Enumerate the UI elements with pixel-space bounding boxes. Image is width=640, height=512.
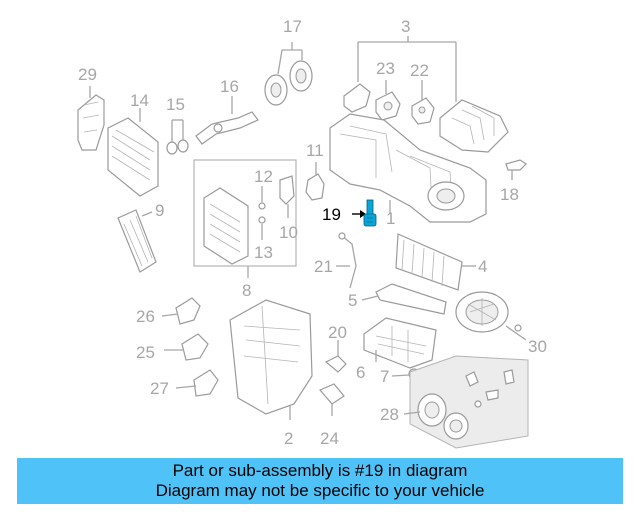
part-8-group-box [193,159,297,278]
part-2-lower-case [229,299,313,420]
part-number-16: 16 [220,77,239,96]
part-number-5: 5 [348,291,357,310]
part-28-group [403,355,529,449]
part-3-actuator [343,83,371,113]
part-number-7: 7 [380,367,389,386]
part-number-8: 8 [242,281,251,300]
part-10-sensor [279,175,295,218]
part-16-pipe [195,96,259,145]
part-number-22: 22 [410,61,429,80]
part-number-2: 2 [284,429,293,448]
part-9-filter [117,209,157,273]
part-number-19: 19 [322,205,341,224]
part-25-actuator [164,333,209,361]
part-number-21: 21 [314,257,333,276]
part-27-actuator [175,369,219,397]
part-number-26: 26 [136,307,155,326]
part-number-13: 13 [254,243,273,262]
part-6-tray [363,317,437,369]
part-14-evaporator [107,108,159,197]
part-3-leaders [357,36,457,102]
part-number-28: 28 [380,405,399,424]
info-banner: Part or sub-assembly is #19 in diagram D… [17,458,623,504]
part-number-3: 3 [401,17,410,36]
part-15-o-rings [166,119,189,155]
part-number-11: 11 [306,141,324,160]
part-22-actuator [411,80,435,125]
part-number-30: 30 [528,337,547,356]
part-29-bracket [77,86,105,151]
part-30-blower-motor [455,291,527,341]
part-20-connector [324,340,347,373]
part-1-heater-case [329,113,487,223]
part-8-heater-core [203,187,249,265]
part-23-actuator [375,80,401,121]
part-18-sensor [505,159,527,180]
part-number-27: 27 [150,379,169,398]
part-12-clip [258,186,266,210]
part-number-9: 9 [155,201,164,220]
part-number-15: 15 [166,95,185,114]
part-21-rod [336,232,357,289]
banner-line-1: Part or sub-assembly is #19 in diagram [172,461,468,480]
part-17-grommets [264,42,313,106]
banner-line-2: Diagram may not be specific to your vehi… [155,481,485,500]
part-number-25: 25 [136,343,155,362]
parts-diagram: 29 14 15 16 17 3 [77,17,547,449]
part-number-29: 29 [78,65,97,84]
part-number-20: 20 [328,323,347,342]
part-number-10: 10 [279,223,298,242]
part-3-housing [439,99,509,153]
part-24-module [319,383,345,416]
part-number-1: 1 [386,209,395,228]
part-number-12: 12 [254,167,273,186]
part-number-18: 18 [500,185,519,204]
part-4-filter [395,233,476,291]
part-number-23: 23 [376,59,395,78]
part-19-highlighted [352,199,377,227]
part-11-servo [305,162,325,201]
part-number-24: 24 [320,429,339,448]
part-number-14: 14 [130,91,149,110]
part-number-6: 6 [356,363,365,382]
part-5-bracket [361,283,447,315]
part-26-actuator [161,297,201,325]
part-number-17: 17 [283,17,302,36]
part-number-4: 4 [478,257,487,276]
part-13-clip [258,216,266,240]
